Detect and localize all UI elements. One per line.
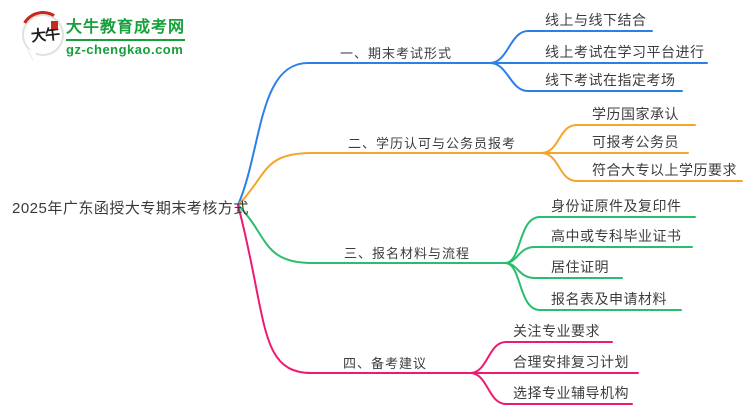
branch-2-child-2: 可报考公务员 — [592, 134, 679, 150]
logo-site-name: 大牛教育成考网 — [66, 13, 186, 41]
branch-1-child-1: 线上与线下结合 — [545, 12, 647, 28]
branch-3-child-1: 身份证原件及复印件 — [551, 198, 682, 214]
logo-seal-icon — [51, 21, 58, 29]
branch-2-child-3: 符合大专以上学历要求 — [592, 162, 737, 178]
branch-3-child-2: 高中或专科毕业证书 — [551, 228, 682, 244]
root-topic: 2025年广东函授大专期末考核方式 — [12, 200, 249, 217]
site-logo: 大牛 大牛教育成考网 gz-chengkao.com — [15, 6, 220, 62]
branch-2-line — [237, 152, 542, 206]
branch-3-child-4: 报名表及申请材料 — [551, 291, 667, 307]
branch-3-child-3: 居住证明 — [551, 259, 609, 275]
branch-2-label: 二、学历认可与公务员报考 — [348, 136, 517, 151]
branch-4-child-2: 合理安排复习计划 — [513, 354, 629, 370]
branch-4-label: 四、备考建议 — [343, 356, 428, 371]
branch-4-child-1: 关注专业要求 — [513, 323, 600, 339]
branch-1-child-2: 线上考试在学习平台进行 — [545, 44, 705, 60]
branch-2-child-1: 学历国家承认 — [592, 106, 679, 122]
branch-4-child-3: 选择专业辅导机构 — [513, 385, 629, 401]
branch-4-line — [237, 204, 471, 374]
logo-site-url: gz-chengkao.com — [66, 42, 184, 57]
branch-1-label: 一、期末考试形式 — [340, 46, 453, 61]
logo-red-arc-icon — [15, 6, 71, 62]
logo-bubble-tail-icon — [24, 48, 37, 61]
branch-3-label: 三、报名材料与流程 — [344, 246, 471, 261]
logo-speech-bubble-icon: 大牛 — [22, 14, 64, 56]
branch-1-child-3: 线下考试在指定考场 — [545, 72, 676, 88]
